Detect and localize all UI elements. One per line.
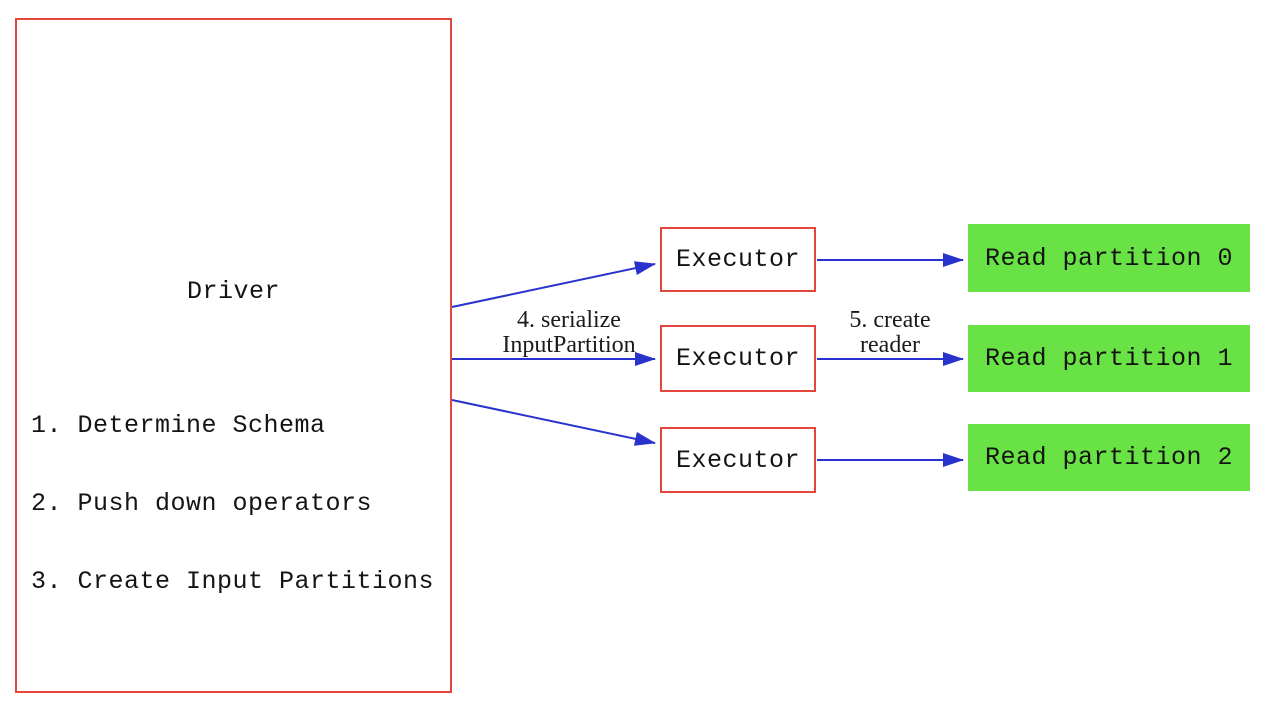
driver-step-2: 2. Push down operators [31, 489, 373, 518]
edge-label-create-reader: 5. create reader [810, 308, 970, 358]
driver-steps-list: 1. Determine Schema 2. Push down operato… [31, 361, 434, 647]
read-partition-label-1: Read partition 1 [984, 344, 1234, 373]
read-partition-box-1: Read partition 1 [968, 325, 1250, 392]
read-partition-box-0: Read partition 0 [968, 224, 1250, 292]
executor-box-1: Executor [660, 227, 816, 292]
driver-box: Driver 1. Determine Schema 2. Push down … [15, 18, 452, 693]
edge-label-serialize-inputpartition: 4. serialize InputPartition [484, 308, 654, 358]
edge-label-serialize-line2: InputPartition [502, 332, 636, 358]
edge-label-reader-line2: reader [860, 332, 920, 358]
executor-label-1: Executor [675, 245, 801, 274]
executor-label-2: Executor [675, 344, 801, 373]
driver-step-3: 3. Create Input Partitions [31, 567, 435, 596]
driver-step-1: 1. Determine Schema [31, 411, 326, 440]
read-partition-label-0: Read partition 0 [984, 243, 1234, 273]
read-partition-label-2: Read partition 2 [984, 443, 1234, 472]
arrow-driver-to-executor-1 [451, 261, 656, 308]
arrow-driver-to-executor-3 [451, 399, 656, 446]
executor-box-2: Executor [660, 325, 816, 392]
executor-label-3: Executor [675, 445, 801, 475]
edge-label-serialize-line1: 4. serialize [517, 307, 621, 333]
executor-box-3: Executor [660, 427, 816, 493]
read-partition-box-2: Read partition 2 [968, 424, 1250, 491]
edge-label-reader-line1: 5. create [849, 307, 931, 333]
driver-title: Driver [186, 277, 280, 306]
